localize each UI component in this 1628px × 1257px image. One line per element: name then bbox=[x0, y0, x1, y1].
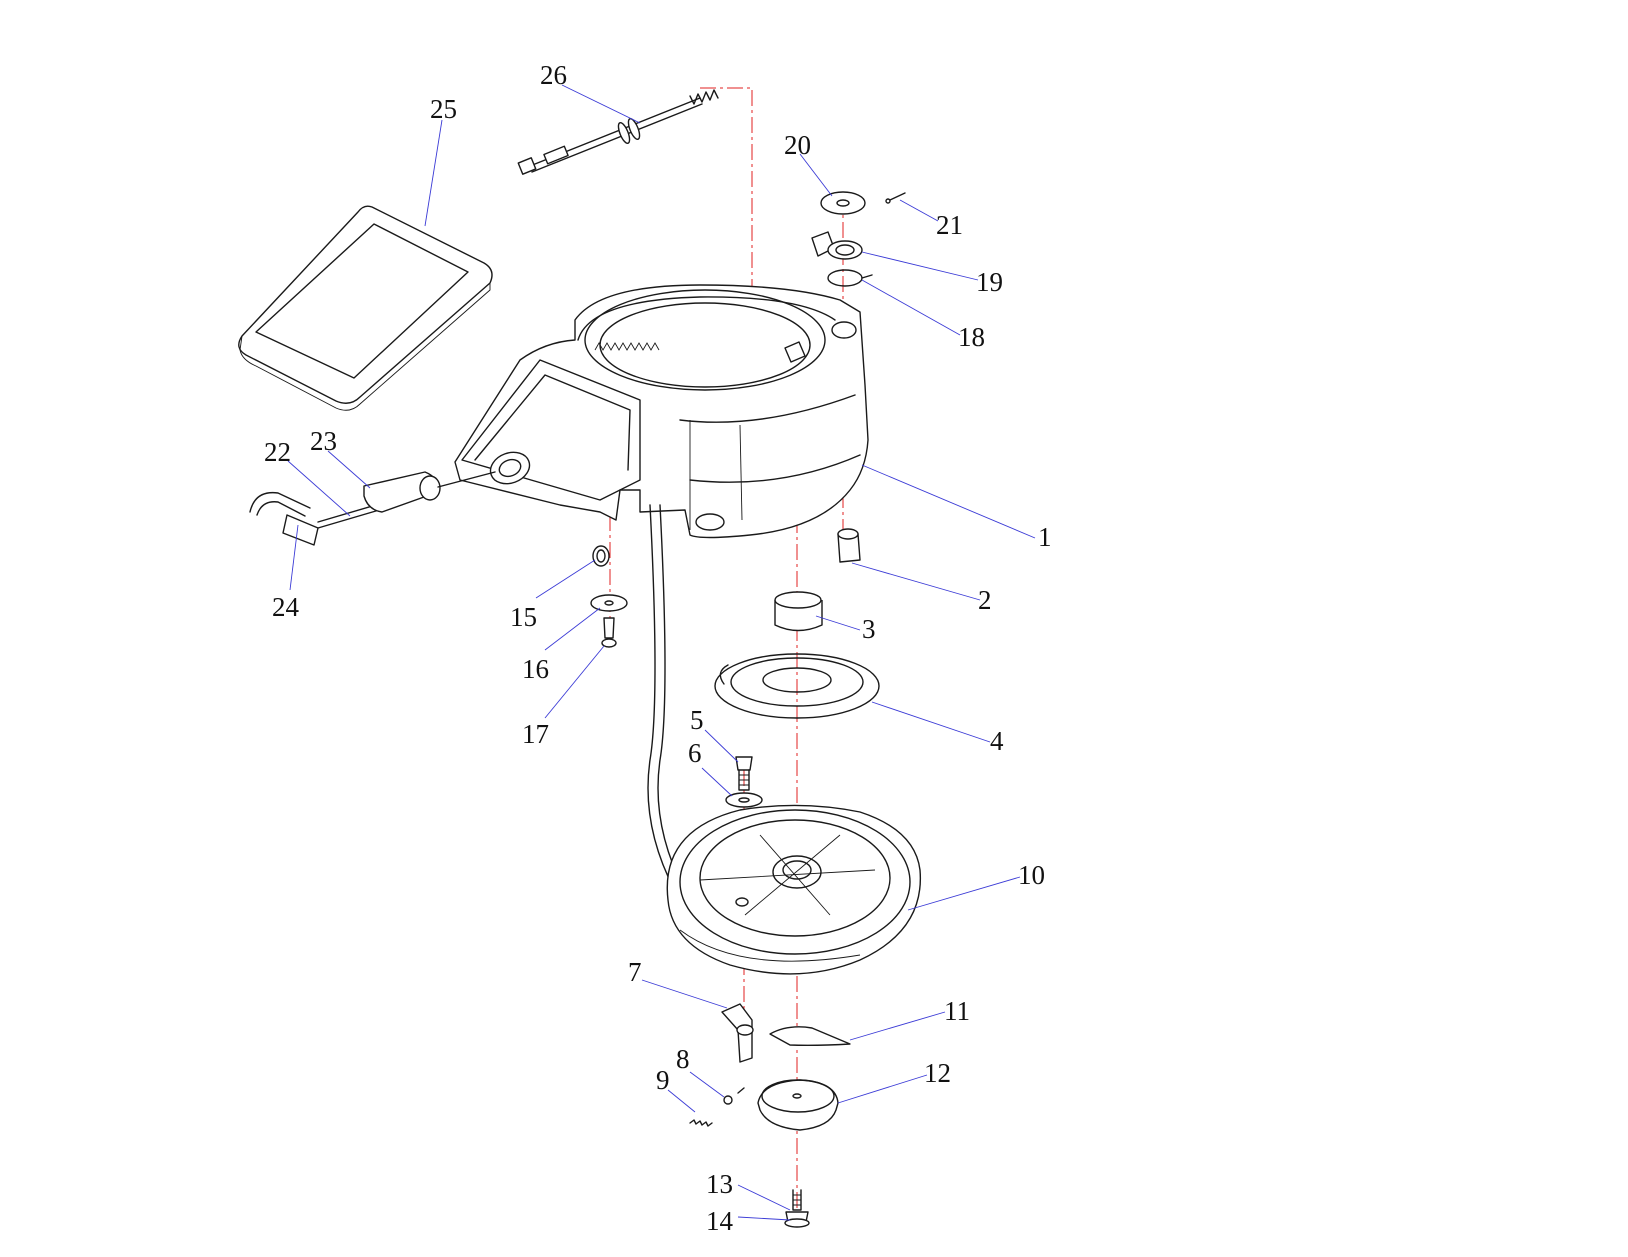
label-part-15: 15 bbox=[510, 602, 537, 632]
label-part-2: 2 bbox=[978, 585, 992, 615]
part-25-seal-frame bbox=[238, 205, 493, 411]
label-part-21: 21 bbox=[936, 210, 963, 240]
label-part-10: 10 bbox=[1018, 860, 1045, 890]
part-8-9-spring-and-clip bbox=[689, 1087, 745, 1127]
part-12-cover-plate bbox=[757, 1079, 839, 1131]
label-part-6: 6 bbox=[688, 738, 702, 768]
label-part-26: 26 bbox=[540, 60, 567, 90]
part-3-bushing bbox=[774, 591, 823, 632]
label-part-12: 12 bbox=[924, 1058, 951, 1088]
label-part-7: 7 bbox=[628, 957, 642, 987]
part-5-6-bolt-and-washer bbox=[725, 756, 763, 808]
part-15-16-17-fasteners bbox=[590, 545, 628, 648]
label-part-20: 20 bbox=[784, 130, 811, 160]
label-part-5: 5 bbox=[690, 705, 704, 735]
part-10-reel bbox=[666, 804, 922, 975]
label-part-22: 22 bbox=[264, 437, 291, 467]
leader-lines bbox=[287, 84, 1036, 1221]
part-22-23-24-starter-handle bbox=[249, 471, 496, 546]
part-26-cable bbox=[517, 89, 719, 175]
part-2-pin bbox=[837, 528, 861, 563]
part-4-spiral-spring bbox=[714, 653, 880, 719]
part-number-labels: 1 2 3 4 5 6 7 8 9 10 11 12 13 14 15 16 1… bbox=[264, 60, 1052, 1236]
label-part-4: 4 bbox=[990, 726, 1004, 756]
label-part-1: 1 bbox=[1038, 522, 1052, 552]
part-13-14-center-bolt bbox=[784, 1189, 810, 1228]
label-part-19: 19 bbox=[976, 267, 1003, 297]
label-part-13: 13 bbox=[706, 1169, 733, 1199]
part-11-friction-plate bbox=[769, 1026, 851, 1047]
part-18-21-pawl-assembly bbox=[811, 191, 906, 287]
label-part-25: 25 bbox=[430, 94, 457, 124]
label-part-23: 23 bbox=[310, 426, 337, 456]
label-part-8: 8 bbox=[676, 1044, 690, 1074]
label-part-17: 17 bbox=[522, 719, 549, 749]
label-part-3: 3 bbox=[862, 614, 876, 644]
label-part-16: 16 bbox=[522, 654, 549, 684]
label-part-9: 9 bbox=[656, 1065, 670, 1095]
part-7-ratchet-pawl bbox=[721, 1003, 754, 1063]
label-part-14: 14 bbox=[706, 1206, 734, 1236]
label-part-24: 24 bbox=[272, 592, 300, 622]
label-part-11: 11 bbox=[944, 996, 970, 1026]
label-part-18: 18 bbox=[958, 322, 985, 352]
part-1-starter-housing bbox=[454, 284, 869, 901]
